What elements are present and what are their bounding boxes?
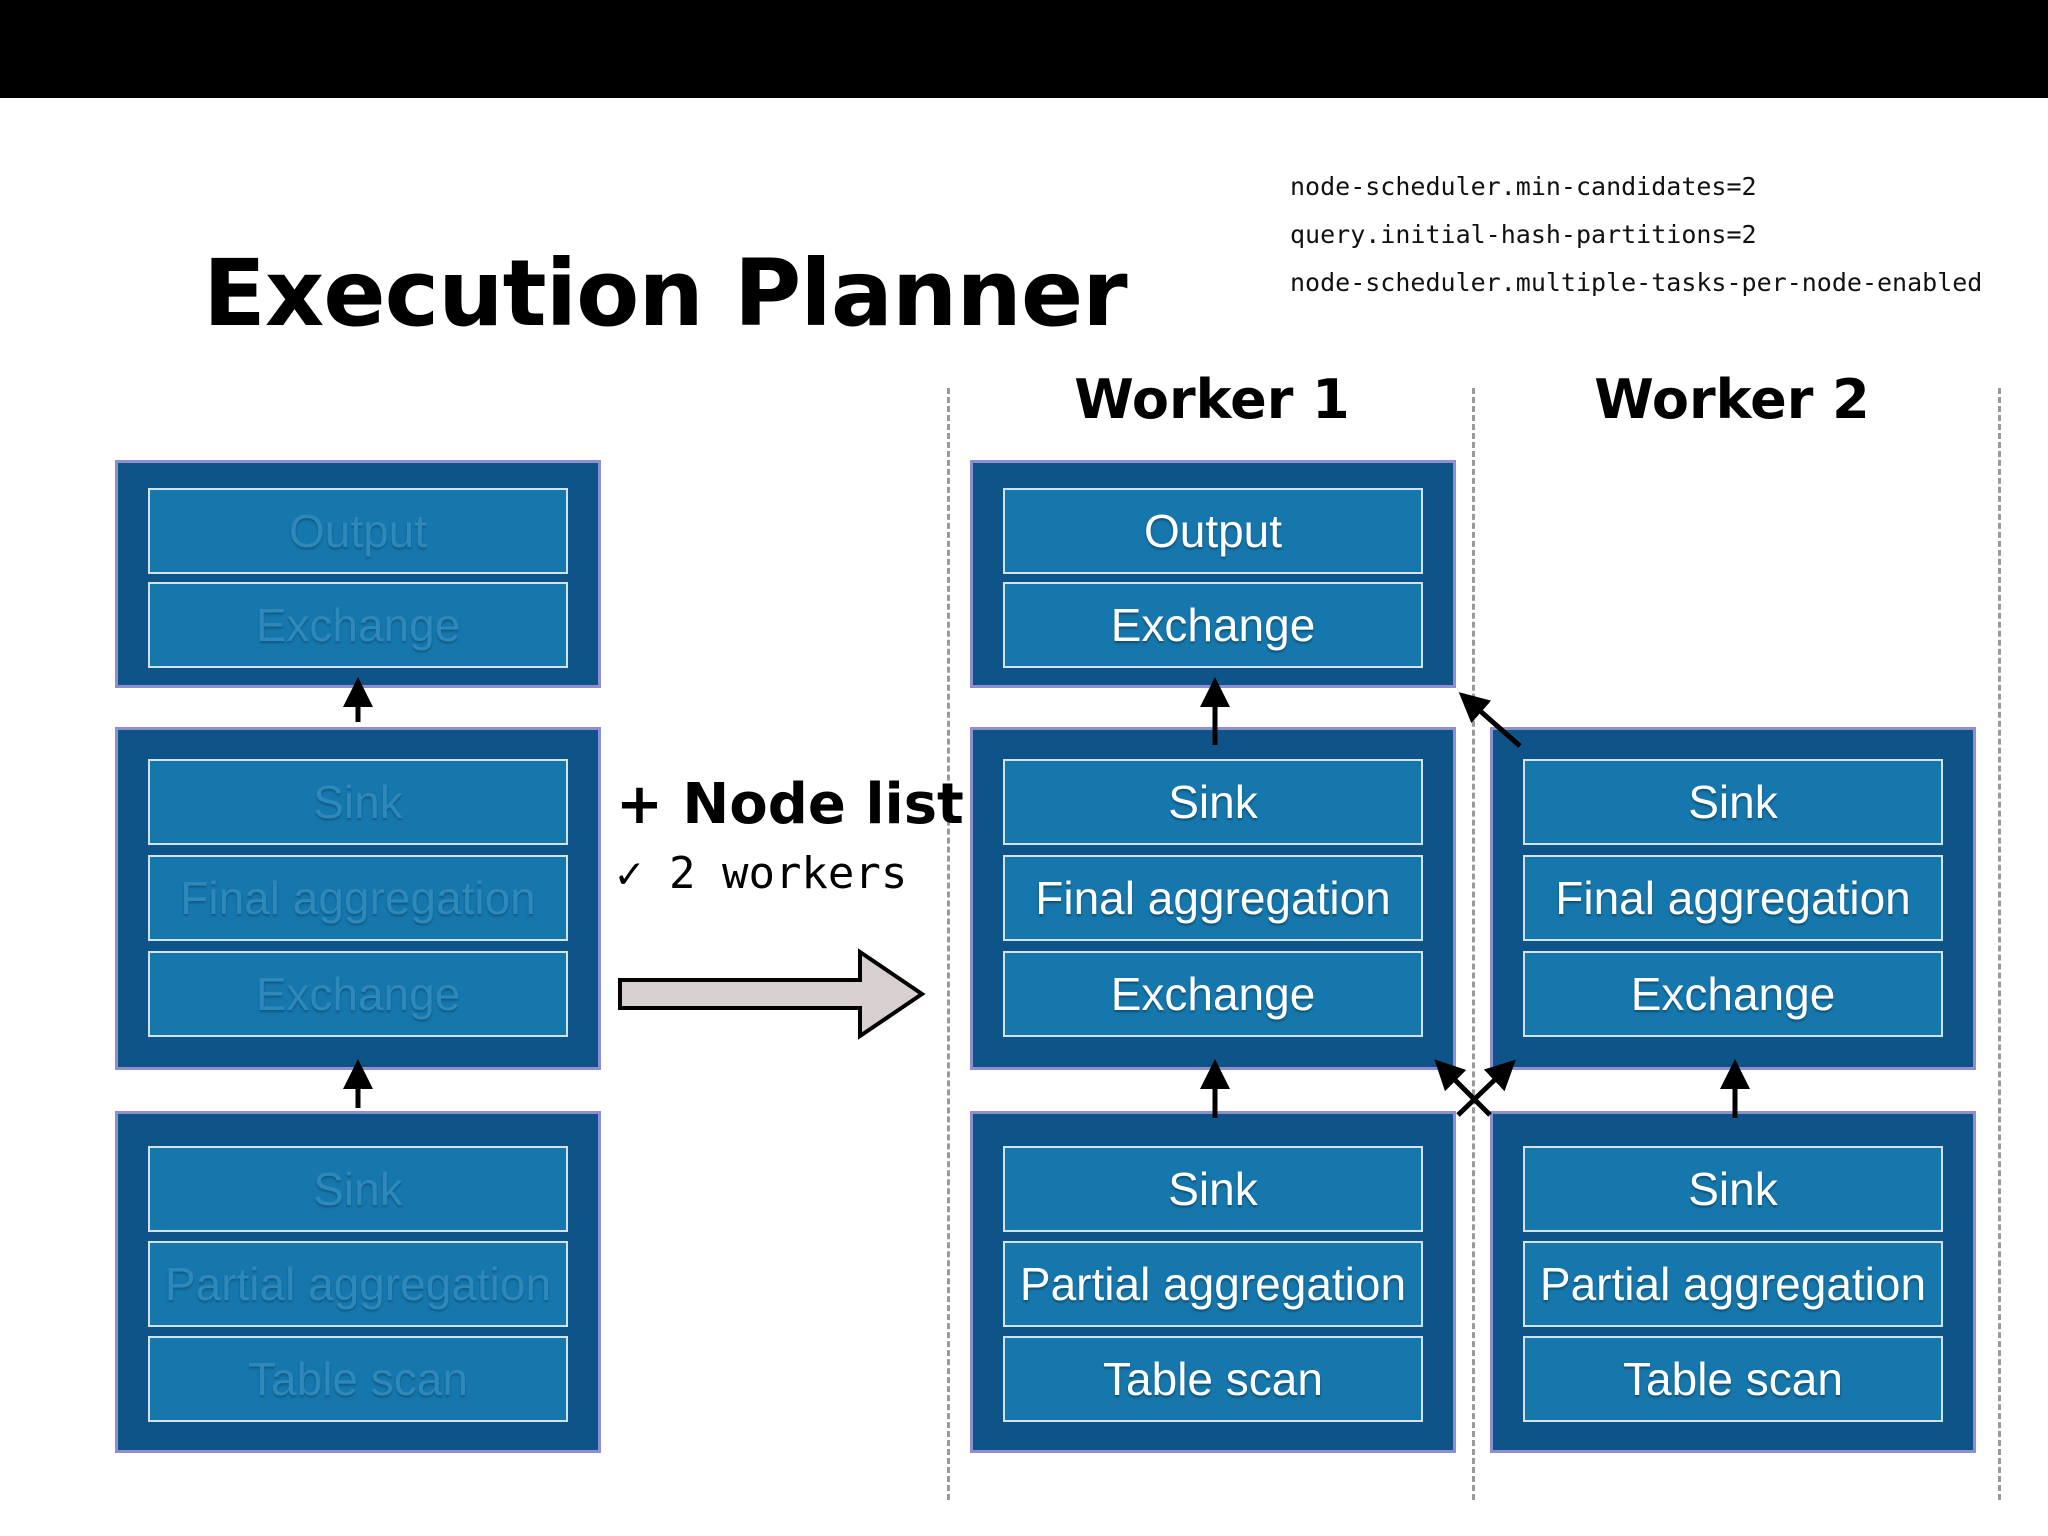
logical-partial-stage: Sink Partial aggregation Table scan <box>115 1111 601 1453</box>
workers-label: ✓ 2 workers <box>616 848 908 899</box>
operator-box: Table scan <box>148 1336 568 1422</box>
operator-box: Output <box>1003 488 1423 574</box>
operator-box: Table scan <box>1003 1336 1423 1422</box>
operator-box: Exchange <box>148 582 568 668</box>
operator-box: Exchange <box>1003 951 1423 1037</box>
divider-line <box>1472 388 1475 1500</box>
operator-box: Partial aggregation <box>148 1241 568 1327</box>
worker1-partial-stage: Sink Partial aggregation Table scan <box>970 1111 1456 1453</box>
worker-1-title: Worker 1 <box>1074 368 1350 431</box>
cross-arrow-icon <box>1456 1059 1516 1117</box>
operator-box: Sink <box>148 1146 568 1232</box>
slide-title: Execution Planner <box>203 240 1128 347</box>
operator-box: Sink <box>1003 759 1423 845</box>
config-block: node-scheduler.min-candidates=2 query.in… <box>1290 168 2040 312</box>
operator-box: Exchange <box>148 951 568 1037</box>
operator-box: Sink <box>1523 1146 1943 1232</box>
operator-box: Sink <box>1523 759 1943 845</box>
operator-box: Output <box>148 488 568 574</box>
operator-box: Partial aggregation <box>1523 1241 1943 1327</box>
divider-line <box>947 388 950 1500</box>
operator-box: Final aggregation <box>148 855 568 941</box>
operator-box: Exchange <box>1523 951 1943 1037</box>
worker1-output-stage: Output Exchange <box>970 460 1456 688</box>
transform-arrow-icon <box>618 948 926 1040</box>
operator-box: Final aggregation <box>1523 855 1943 941</box>
top-black-bar <box>0 0 2048 98</box>
operator-box: Sink <box>148 759 568 845</box>
worker1-final-stage: Sink Final aggregation Exchange <box>970 727 1456 1070</box>
logical-output-stage: Output Exchange <box>115 460 601 688</box>
config-line: node-scheduler.min-candidates=2 <box>1290 172 1757 201</box>
divider-line <box>1998 388 2001 1500</box>
cross-arrow-icon <box>1434 1059 1492 1117</box>
config-line: query.initial-hash-partitions=2 <box>1290 220 1757 249</box>
operator-box: Sink <box>1003 1146 1423 1232</box>
worker-2-title: Worker 2 <box>1594 368 1870 431</box>
worker2-final-stage: Sink Final aggregation Exchange <box>1490 727 1976 1070</box>
operator-box: Partial aggregation <box>1003 1241 1423 1327</box>
operator-box: Table scan <box>1523 1336 1943 1422</box>
operator-box: Exchange <box>1003 582 1423 668</box>
diagonal-arrow-icon <box>1458 692 1522 748</box>
node-list-label: + Node list <box>616 772 964 837</box>
config-line: node-scheduler.multiple-tasks-per-node-e… <box>1290 268 1983 297</box>
worker2-partial-stage: Sink Partial aggregation Table scan <box>1490 1111 1976 1453</box>
operator-box: Final aggregation <box>1003 855 1423 941</box>
